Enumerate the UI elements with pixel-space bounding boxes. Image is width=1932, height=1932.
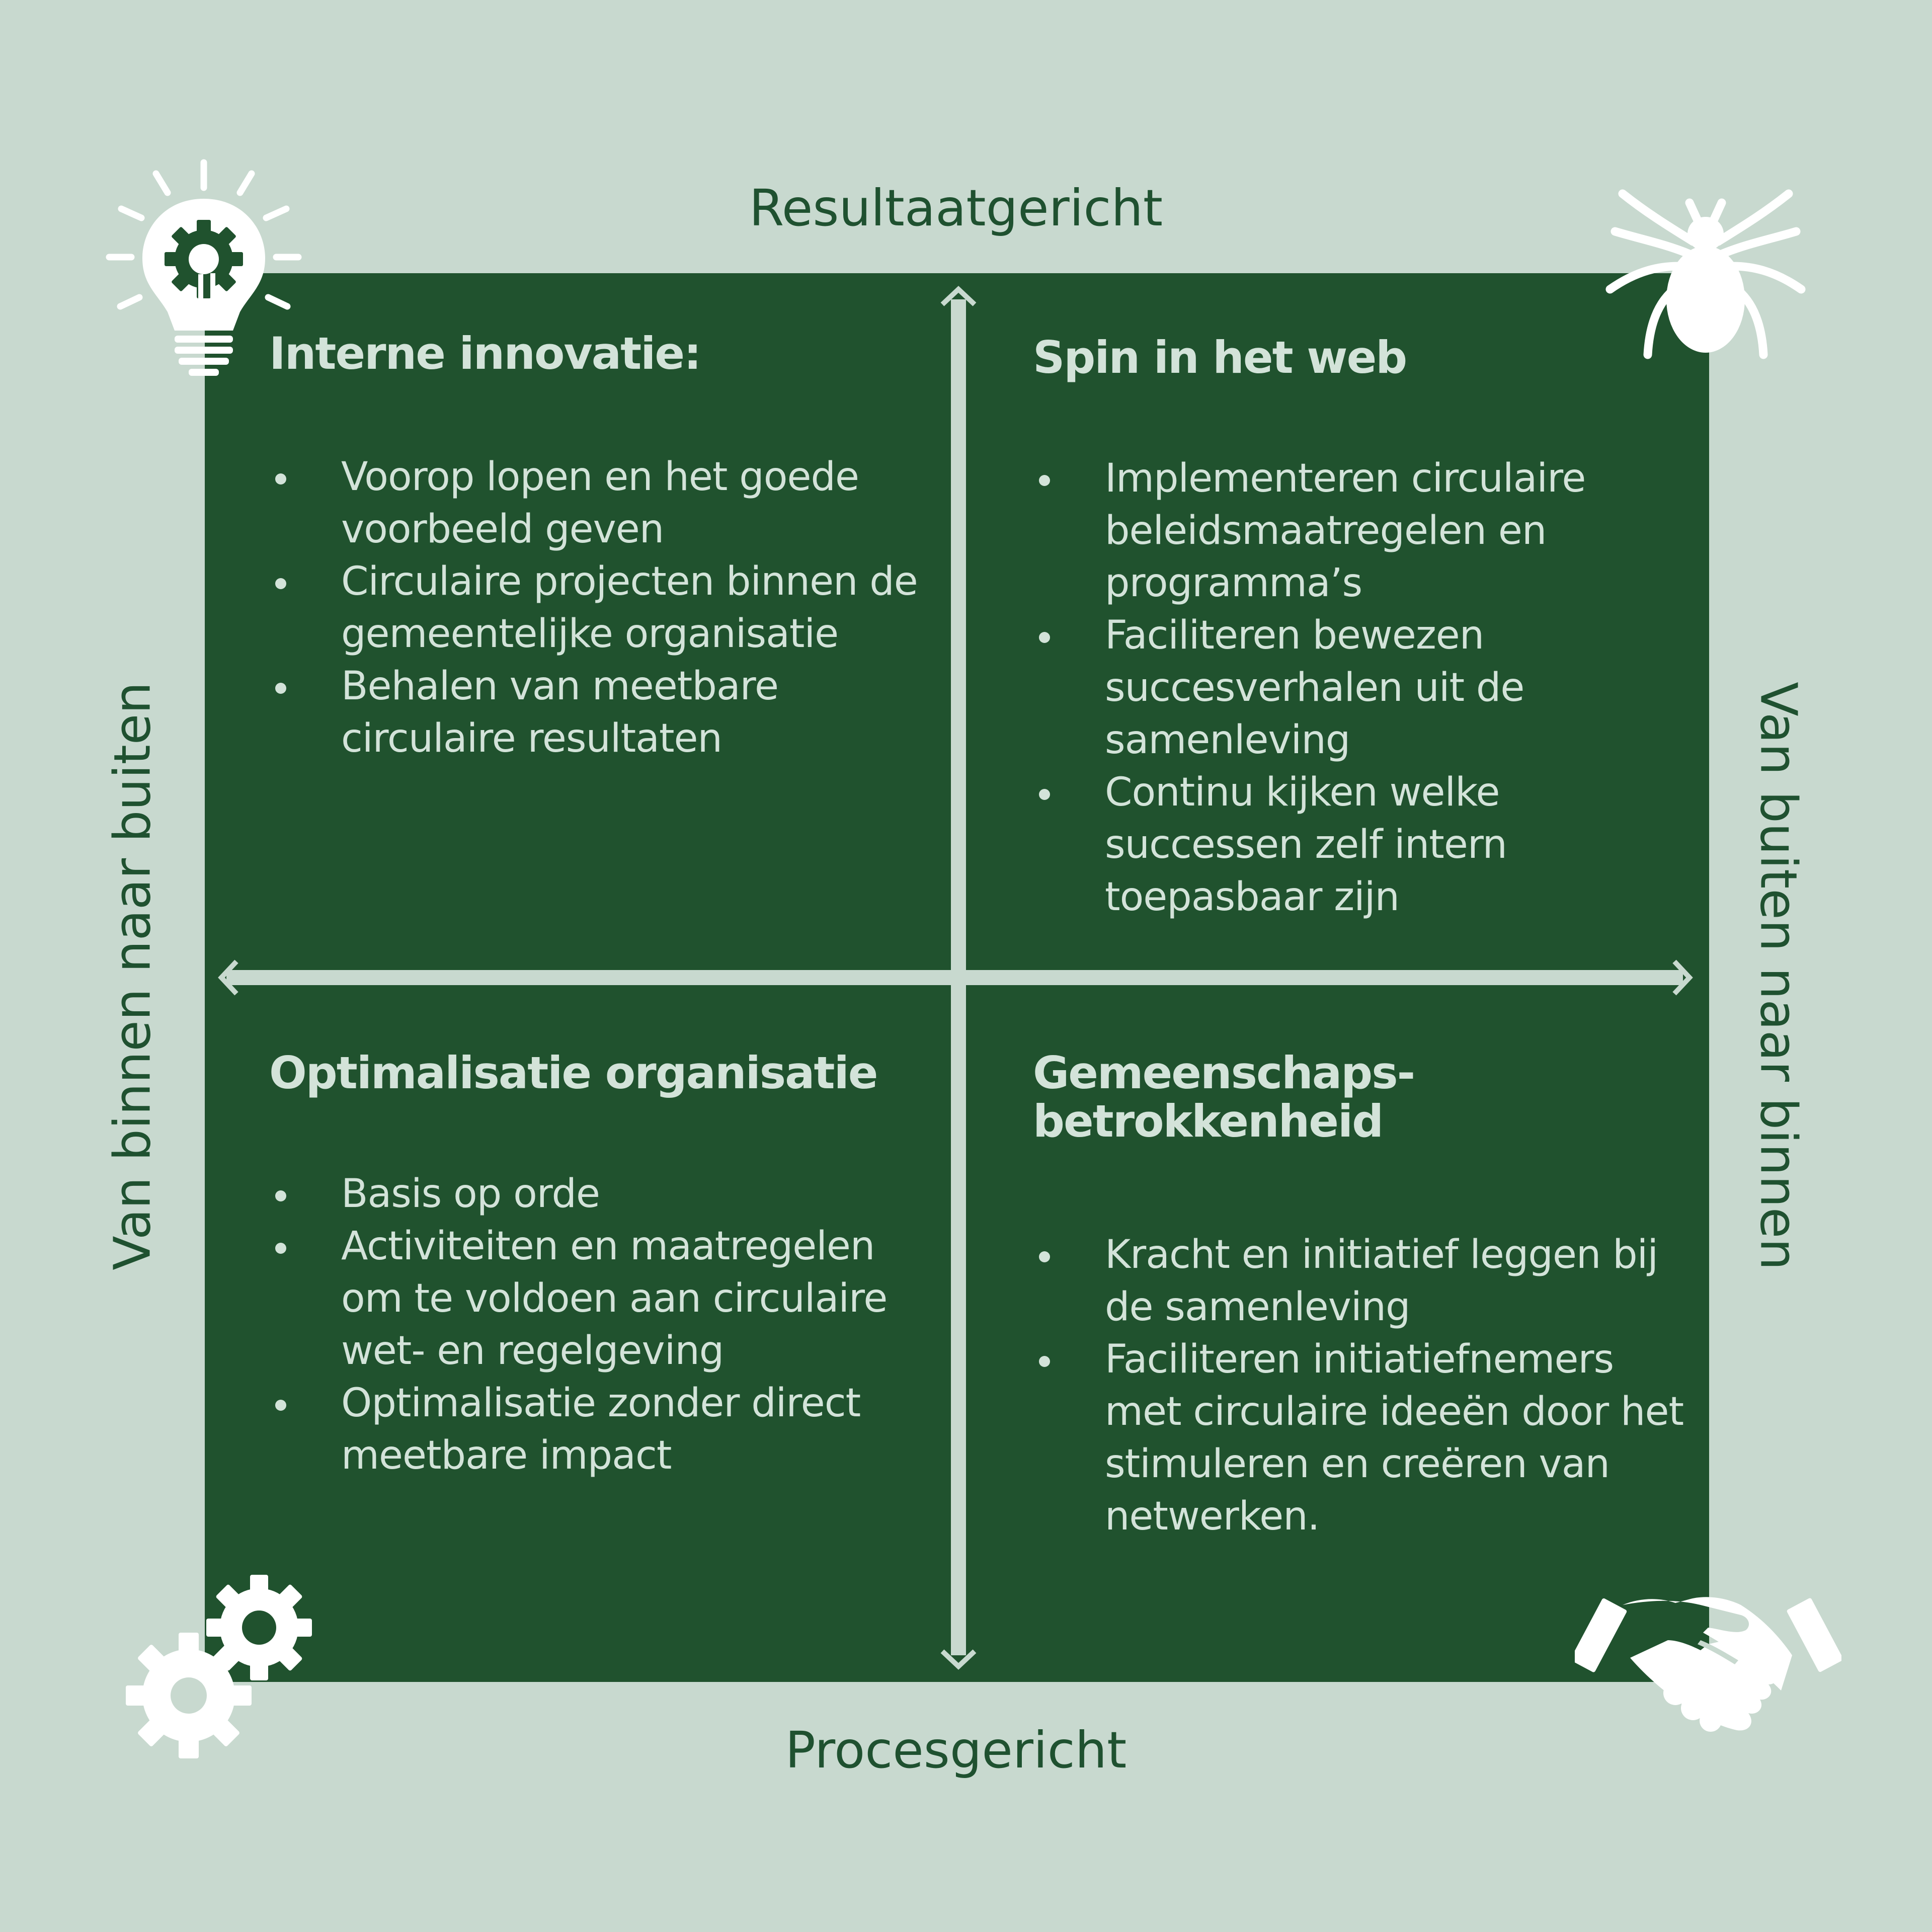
quadrant-title: Interne innovatie:	[269, 328, 701, 379]
list-item: Faciliteren initiatiefnemers met circula…	[1033, 1333, 1687, 1543]
quadrant-top-right: Spin in het web Implementeren circulaire…	[1033, 334, 1687, 923]
list-item: Optimalisatie zonder direct meetbare imp…	[269, 1377, 923, 1482]
quadrant-title: Spin in het web	[1033, 332, 1407, 383]
lightbulb-gear-icon	[106, 159, 302, 376]
vertical-arrow-head-top	[940, 286, 977, 306]
quadrant-title: Optimalisatie organisatie	[269, 1047, 878, 1099]
bullet-list: Voorop lopen en het goede voorbeeld geve…	[269, 451, 923, 765]
bullet-list: Kracht en initiatief leggen bij de samen…	[1033, 1229, 1687, 1543]
list-item: Behalen van meetbare circulaire resultat…	[269, 660, 923, 765]
quadrant-top-left: Interne innovatie: Voorop lopen en het g…	[269, 330, 923, 765]
horizontal-arrow-head-left	[218, 959, 238, 996]
list-item: Basis op orde	[269, 1168, 923, 1220]
vertical-arrow-head-bottom	[940, 1649, 977, 1670]
spider-icon	[1605, 189, 1806, 359]
axis-label-top: Resultaatgericht	[749, 179, 1163, 237]
horizontal-arrow-head-right	[1672, 959, 1693, 996]
quadrant-bottom-left: Optimalisatie organisatie Basis op orde …	[269, 1049, 923, 1482]
quadrant-title-line-2: betrokkenheid	[1033, 1095, 1384, 1147]
bullet-list: Implementeren circulaire beleidsmaatrege…	[1033, 452, 1687, 923]
list-item: Continu kijken welke successen zelf inte…	[1033, 766, 1687, 923]
list-item: Voorop lopen en het goede voorbeeld geve…	[269, 451, 923, 555]
bullet-list: Basis op orde Activiteiten en maatregele…	[269, 1168, 923, 1482]
handshake-icon	[1575, 1597, 1841, 1732]
list-item: Kracht en initiatief leggen bij de samen…	[1033, 1229, 1687, 1333]
axis-label-right: Van buiten naar binnen	[1749, 682, 1808, 1270]
list-item: Activiteiten en maatregelen om te voldoe…	[269, 1220, 923, 1377]
axis-label-left: Van binnen naar buiten	[103, 682, 162, 1270]
list-item: Faciliteren bewezen succesverhalen uit d…	[1033, 609, 1687, 766]
quadrant-bottom-right: Gemeenschaps- betrokkenheid Kracht en in…	[1033, 1049, 1687, 1543]
gears-icon	[126, 1575, 312, 1758]
quadrant-title-line-1: Gemeenschaps-	[1033, 1047, 1415, 1099]
list-item: Circulaire projecten binnen de gemeentel…	[269, 555, 923, 660]
quadrant-title: Gemeenschaps- betrokkenheid	[1033, 1049, 1687, 1146]
axis-label-bottom: Procesgericht	[785, 1721, 1127, 1780]
list-item: Implementeren circulaire beleidsmaatrege…	[1033, 452, 1687, 609]
